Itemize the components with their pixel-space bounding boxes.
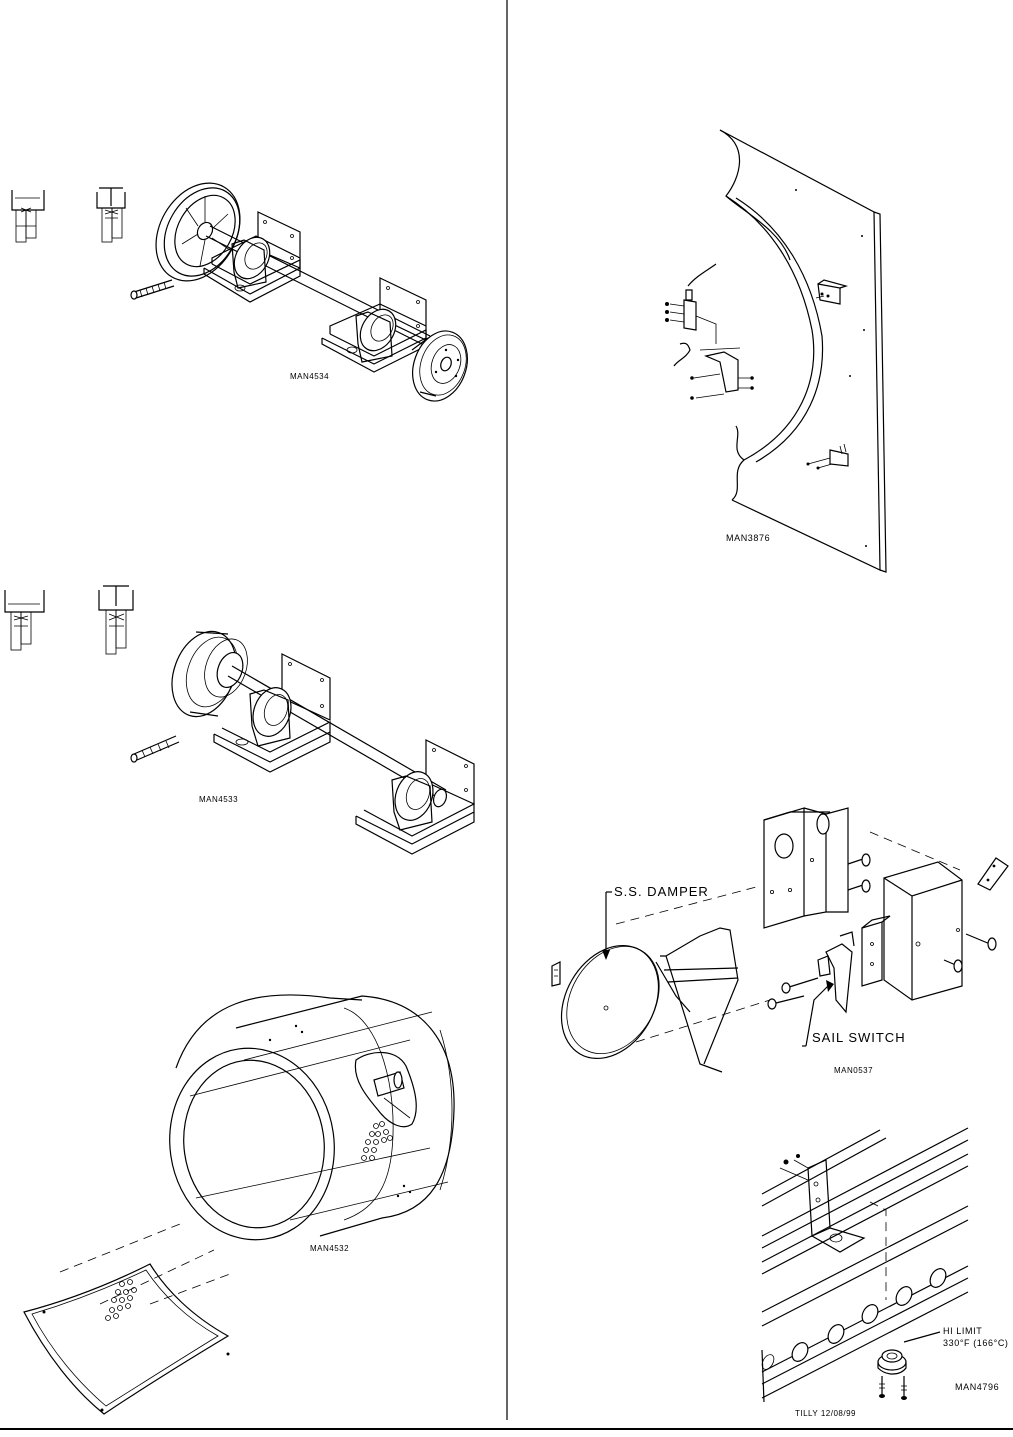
figure-code-man3876: MAN3876 (726, 533, 771, 543)
sail-switch-drawing (551, 807, 1009, 1073)
drafter-note: TILLY 12/08/99 (795, 1409, 856, 1418)
side-view-icon-right (98, 585, 134, 655)
fan-assembly-belt-drawing (11, 182, 468, 402)
hi-limit-callout-line1: HI LIMIT (943, 1326, 983, 1336)
figure-code-man4533: MAN4533 (199, 795, 239, 804)
panel-hole-pattern (105, 1279, 137, 1321)
panel-switch-drawing (665, 129, 887, 573)
hi-limit-callout-line2: 330°F (166°C) (943, 1338, 1009, 1348)
figure-code-man4532: MAN4532 (310, 1244, 350, 1253)
side-view-icon-right (96, 187, 126, 243)
hole-pattern (361, 1121, 393, 1161)
sail-switch-callout: SAIL SWITCH (812, 1030, 906, 1045)
side-view-icon-left (11, 190, 45, 243)
side-view-icon-left (4, 590, 45, 651)
hi-limit-drawing (761, 1127, 969, 1403)
figure-code-man4534: MAN4534 (290, 372, 330, 381)
damper-callout: S.S. DAMPER (614, 884, 709, 899)
figure-code-man4796: MAN4796 (955, 1382, 1000, 1392)
fan-assembly-direct-drawing (4, 585, 475, 855)
drum-panel-drawing (23, 994, 455, 1415)
figure-code-man0537: MAN0537 (834, 1066, 874, 1075)
